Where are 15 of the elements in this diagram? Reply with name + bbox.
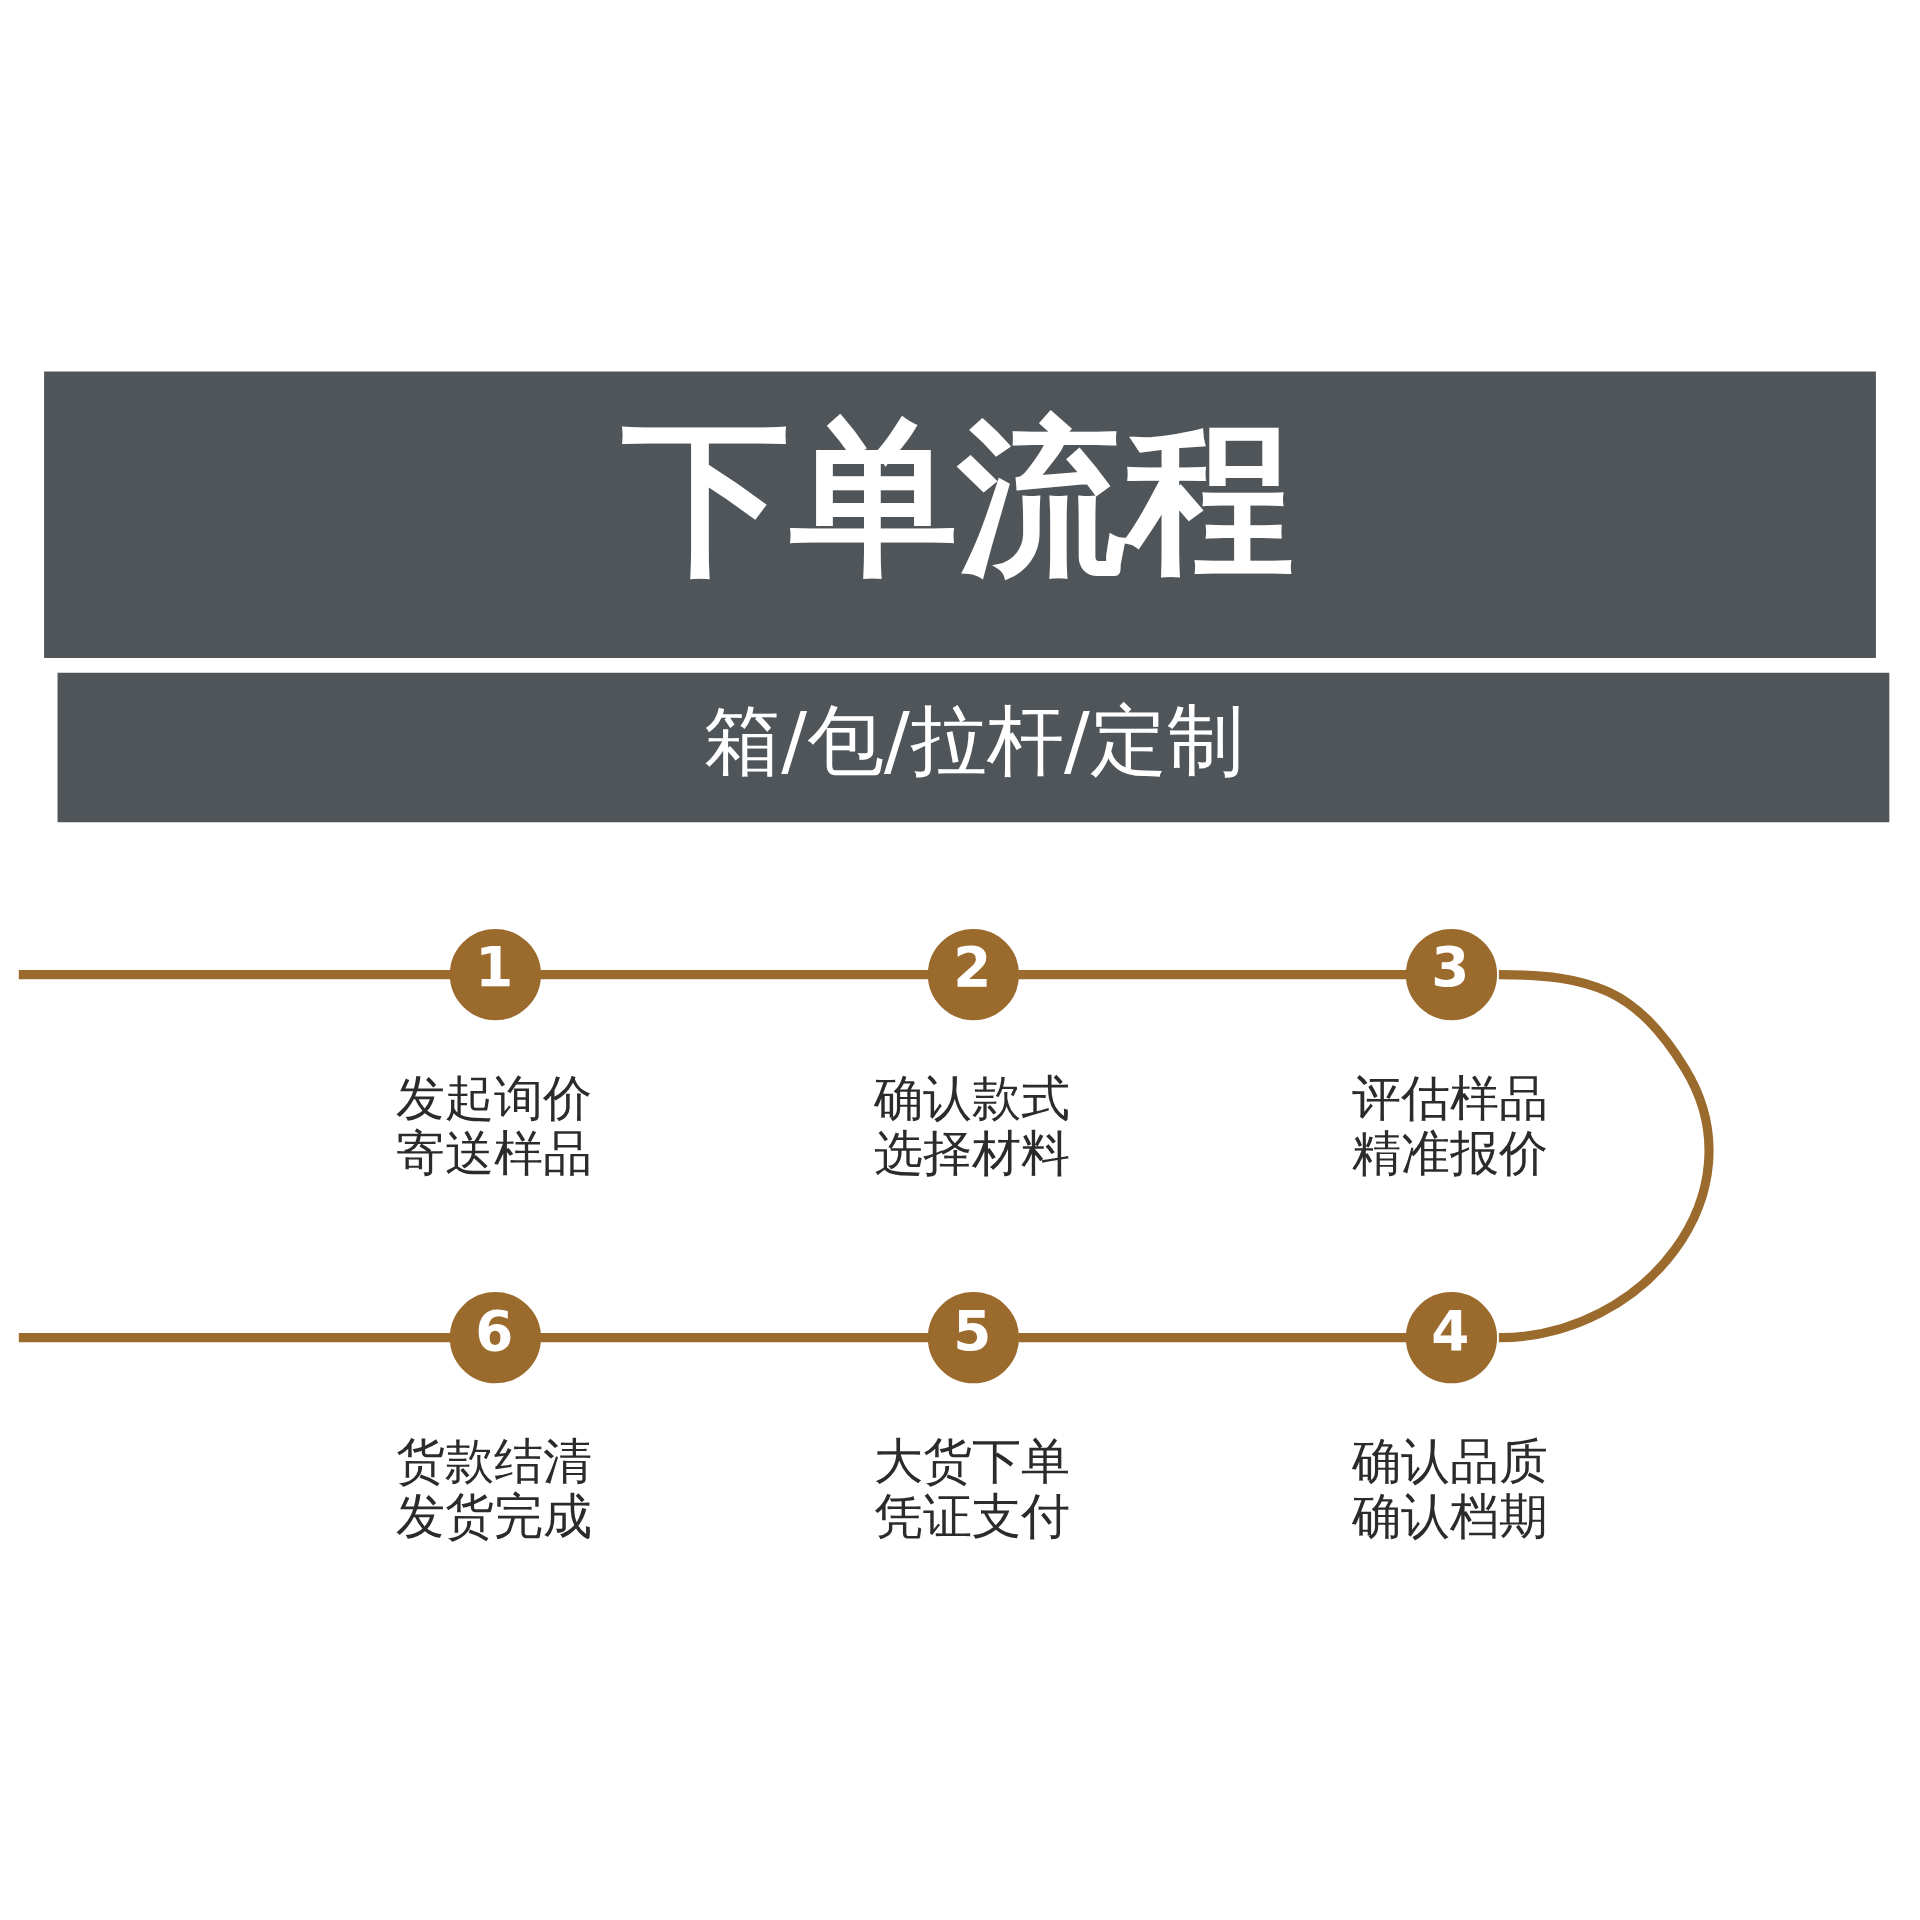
connector [540,1333,929,1343]
node-circle: 2 [927,929,1020,1021]
connector [18,970,451,980]
node-circle: 5 [927,1292,1020,1384]
connector [18,1333,451,1343]
diagram-title: 下单流程 [622,400,1295,597]
node-circle: 1 [449,929,541,1021]
connector [1498,970,1714,1343]
node-circle: 4 [1405,1292,1498,1384]
connector [1018,970,1407,980]
label: 箱/包/拉杆/定制 [704,695,1244,785]
connector [1018,1333,1407,1343]
connector [540,970,929,980]
node-circle: 6 [449,1292,541,1384]
node-circle: 3 [1405,929,1498,1021]
